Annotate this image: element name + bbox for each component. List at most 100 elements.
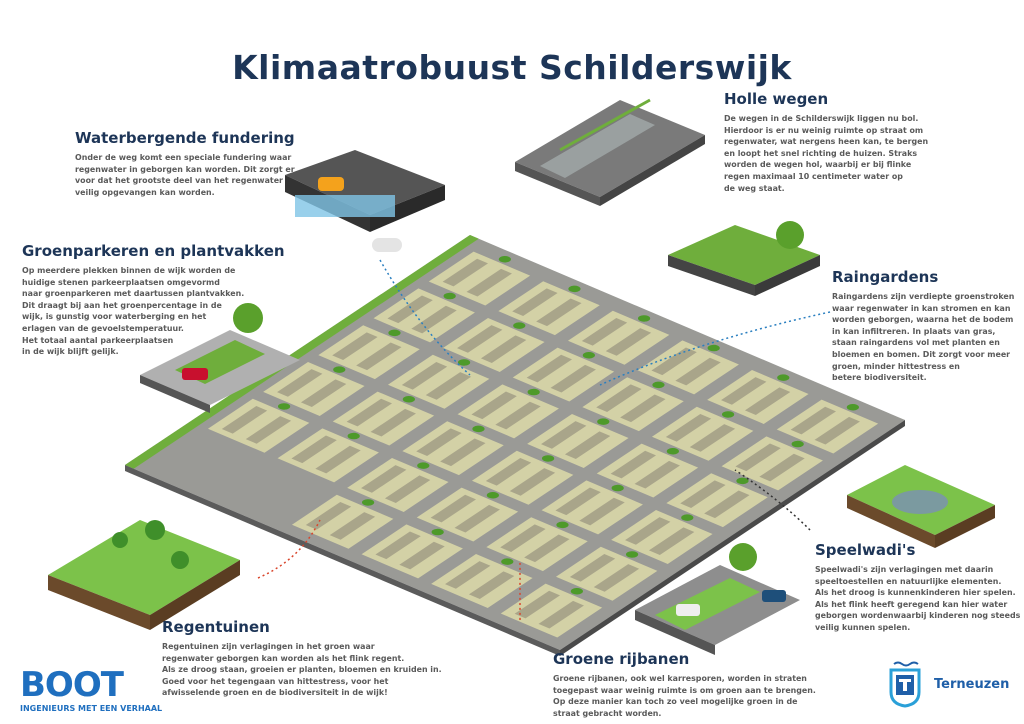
housing-block [707, 370, 809, 424]
map-edge-depth [125, 420, 905, 656]
car-icon [676, 604, 700, 616]
connector-lines [257, 259, 831, 620]
house-row [514, 590, 560, 619]
tree-icon [333, 366, 346, 373]
car-icon [762, 590, 786, 602]
house-row [480, 335, 527, 363]
housing-block [416, 487, 519, 542]
car-icon [318, 177, 344, 191]
housing-block [347, 458, 449, 512]
house-row [759, 453, 805, 482]
house-row [648, 527, 695, 555]
tree-icon [611, 484, 624, 492]
tree-icon [637, 315, 651, 322]
terneuzen-logo-name: Terneuzen [934, 676, 1010, 692]
isometric-neighbourhood-map [125, 235, 905, 651]
house-row [550, 364, 596, 393]
section-body: Op meerdere plekken binnen de wijk worde… [22, 266, 245, 357]
house-row [620, 394, 666, 423]
house-row [440, 438, 486, 467]
house-row [526, 354, 572, 383]
housing-block [471, 450, 574, 505]
tree-icon [625, 551, 639, 558]
house-row [375, 531, 421, 560]
house-row [454, 504, 500, 533]
housing-block [721, 436, 823, 491]
housing-block [373, 288, 475, 343]
house-row [361, 465, 407, 493]
housing-block [361, 524, 463, 579]
house-row [625, 517, 671, 545]
house-row [596, 384, 642, 412]
page-title: Klimaatrobuust Schilderswijk [232, 48, 792, 88]
house-row [401, 361, 448, 390]
section-body: Raingardens zijn verdiepte groenstroken … [832, 292, 1015, 383]
house-row [500, 524, 546, 552]
section-heading: Speelwadi's [815, 541, 916, 559]
vignette-raingardens [668, 221, 820, 296]
tree-icon [361, 499, 375, 506]
house-row [387, 295, 433, 324]
section-holle-wegen: Holle wegen De wegen in de Schilderswijk… [724, 90, 928, 194]
house-row [430, 494, 476, 523]
section-heading: Waterbergende fundering [75, 129, 295, 147]
section-groenparkeren: Groenparkeren en plantvakken Op meerdere… [22, 242, 285, 358]
house-row [399, 541, 445, 570]
house-row [300, 379, 347, 407]
housing-block [291, 494, 394, 549]
section-heading: Holle wegen [724, 90, 829, 108]
housing-block [263, 362, 365, 416]
tree-icon [736, 477, 749, 485]
tree-icon [541, 455, 555, 462]
house-row [466, 268, 512, 297]
tree-icon [681, 514, 694, 521]
vignette-groene-rijbanen [635, 543, 800, 655]
tree-icon [347, 432, 360, 440]
housing-block [666, 473, 768, 528]
housing-block [555, 546, 658, 601]
house-row [579, 497, 625, 526]
house-row [610, 450, 656, 479]
tree-icon [846, 404, 859, 411]
tree-icon [431, 528, 444, 536]
tree-icon [443, 292, 456, 300]
housing-block [651, 406, 754, 461]
housing-block [486, 517, 588, 572]
tree-icon [233, 303, 263, 333]
house-row [329, 512, 376, 540]
car-icon [182, 368, 208, 380]
house-row [569, 553, 616, 582]
housing-block [428, 251, 531, 306]
house-row [541, 421, 587, 449]
boot-logo-tagline: INGENIEURS MET EEN VERHAAL [20, 704, 163, 713]
house-row [356, 342, 402, 371]
terneuzen-logo: Terneuzen [888, 660, 1009, 708]
section-heading: Groene rijbanen [553, 650, 690, 668]
section-body: Regentuinen zijn verlagingen in het groe… [162, 642, 442, 698]
section-speelwadis: Speelwadi's Speelwadi's zijn verlagingen… [815, 541, 1020, 634]
tree-icon [513, 322, 526, 329]
housing-block [637, 340, 739, 395]
tree-icon [721, 411, 735, 418]
house-row [651, 347, 697, 376]
house-row [416, 428, 462, 456]
house-row [411, 305, 457, 334]
tree-icon [277, 403, 291, 410]
section-body: Groene rijbanen, ook wel karresporen, wo… [553, 674, 816, 718]
tree-icon [498, 256, 511, 263]
section-groene-rijbanen: Groene rijbanen Groene rijbanen, ook wel… [553, 650, 816, 719]
housing-block [776, 399, 879, 454]
house-row [245, 416, 292, 444]
housing-block [402, 421, 504, 476]
house-row [468, 571, 515, 599]
house-row [593, 564, 640, 592]
tree-icon [597, 418, 610, 425]
section-body: Speelwadi's zijn verlagingen met daarin … [815, 565, 1021, 632]
tree-icon [501, 558, 514, 565]
housing-block [527, 414, 629, 468]
housing-block [567, 310, 670, 365]
house-row [536, 298, 582, 327]
house-row [509, 468, 556, 496]
house-row [425, 372, 472, 400]
tree-icon [776, 221, 804, 249]
